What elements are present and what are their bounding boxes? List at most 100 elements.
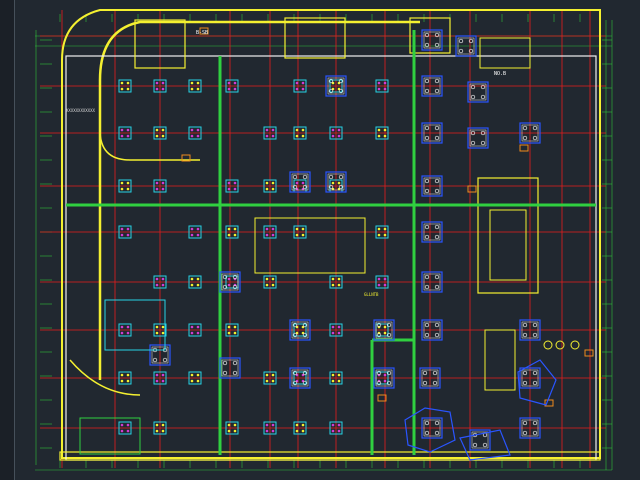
pile-node	[337, 379, 341, 383]
pile-node	[331, 331, 335, 335]
column-marker-icon	[293, 323, 307, 337]
pile-cap-inner	[423, 124, 441, 142]
pile-cap-inner	[471, 431, 489, 449]
pile-node	[271, 128, 275, 132]
pile-node	[295, 134, 299, 138]
pile-circle	[292, 322, 298, 328]
pile-node	[161, 81, 165, 85]
pile-node	[190, 379, 194, 383]
pile-circle	[292, 184, 298, 190]
pile-circle	[292, 174, 298, 180]
pile-cap-icon	[421, 221, 443, 243]
orange-tag	[199, 27, 209, 35]
pile-node	[337, 181, 341, 185]
pile-circle	[338, 78, 344, 84]
pile-circle	[522, 135, 528, 141]
pile-node	[227, 283, 231, 287]
pile-circle	[376, 322, 382, 328]
viewport-border-line	[14, 0, 15, 480]
pile-circle	[386, 322, 392, 328]
column-marker-icon	[153, 323, 167, 337]
pile-node	[196, 379, 200, 383]
pile-node	[161, 373, 165, 377]
column-marker-icon	[153, 126, 167, 140]
pile-cap-inner	[327, 173, 345, 191]
pile-node	[126, 81, 130, 85]
pile-cap-icon	[325, 171, 347, 193]
pile-circle	[432, 370, 438, 376]
equipment-inner	[489, 209, 527, 281]
column-marker-icon	[225, 323, 239, 337]
pile-cap-icon	[149, 344, 171, 366]
pile-node	[271, 233, 275, 237]
pile-node	[126, 423, 130, 427]
pile-circle	[434, 178, 440, 184]
pile-node	[155, 187, 159, 191]
column-marker-icon	[188, 79, 202, 93]
orange-tag	[519, 144, 529, 152]
grid-axis-lines	[40, 10, 606, 468]
column-marker-icon	[263, 371, 277, 385]
pile-circle	[424, 332, 430, 338]
pile-node	[161, 325, 165, 329]
pile-circle	[434, 188, 440, 194]
pile-node	[155, 181, 159, 185]
column-marker-icon	[118, 126, 132, 140]
pile-node	[120, 373, 124, 377]
pile-node	[377, 87, 381, 91]
pile-circle	[532, 430, 538, 436]
column-marker-icon	[225, 179, 239, 193]
pile-circle	[338, 88, 344, 94]
pile-cap-icon	[325, 75, 347, 97]
pile-node	[196, 373, 200, 377]
pile-cap-inner	[423, 77, 441, 95]
column-marker-icon	[263, 179, 277, 193]
pile-node	[265, 128, 269, 132]
pile-node	[377, 277, 381, 281]
pile-circle	[232, 370, 238, 376]
pile-node	[120, 325, 124, 329]
stair-core-left	[134, 19, 186, 69]
column-marker-icon	[118, 323, 132, 337]
pile-node	[337, 128, 341, 132]
pile-circle	[338, 184, 344, 190]
pile-node	[161, 331, 165, 335]
pile-node	[233, 81, 237, 85]
pile-node	[295, 128, 299, 132]
top-right-room	[479, 37, 531, 69]
pile-cap-icon	[519, 367, 541, 389]
pile-circle	[480, 94, 486, 100]
pile-cap-inner	[291, 173, 309, 191]
pile-cap-inner	[375, 321, 393, 339]
pile-node	[271, 373, 275, 377]
stair-core-mid	[284, 17, 346, 59]
pile-node	[120, 233, 124, 237]
foundation-beams	[66, 30, 596, 455]
pile-circle	[424, 284, 430, 290]
pile-circle	[386, 370, 392, 376]
pile-node	[126, 227, 130, 231]
pile-circle	[338, 174, 344, 180]
pile-circle	[424, 430, 430, 436]
pile-node	[126, 87, 130, 91]
pile-node	[161, 379, 165, 383]
pile-circle	[302, 174, 308, 180]
pile-circle	[532, 135, 538, 141]
pile-cap-inner	[423, 419, 441, 437]
pile-circle	[424, 32, 430, 38]
pile-node	[377, 283, 381, 287]
pile-caps	[149, 29, 541, 451]
column-marker-icon	[118, 79, 132, 93]
pile-circle	[522, 430, 528, 436]
pile-circle	[532, 332, 538, 338]
pile-circle	[434, 125, 440, 131]
column-marker-icon	[225, 421, 239, 435]
pile-node	[190, 128, 194, 132]
column-marker-icon	[225, 79, 239, 93]
pile-node	[377, 233, 381, 237]
pile-circle	[482, 442, 488, 448]
pile-node	[120, 379, 124, 383]
pile-node	[331, 325, 335, 329]
